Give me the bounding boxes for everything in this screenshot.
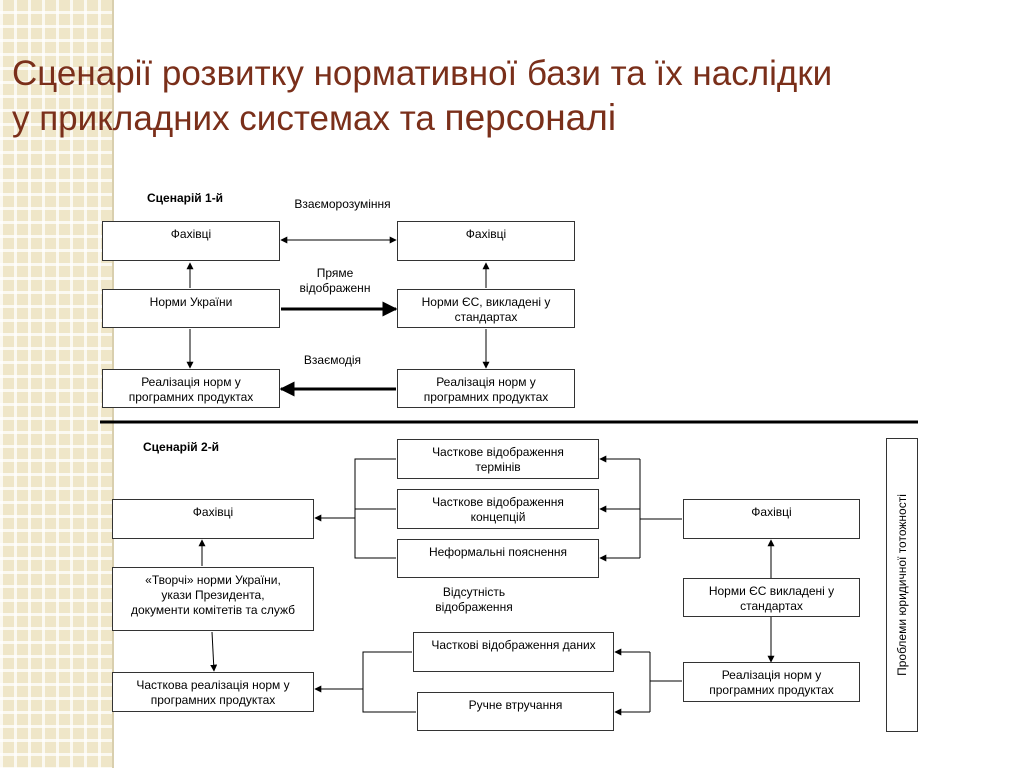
slide-title: Сценарії розвитку нормативної бази та їх…	[12, 52, 1012, 141]
title-line-2-text: у прикладних системах та	[12, 99, 445, 138]
manual-intervention-box: Ручне втручання	[417, 692, 614, 731]
s1-right-impl-box: Реалізація норм у програмних продуктах	[397, 369, 575, 408]
s2-left-impl-box: Часткова реалізація норм у програмних пр…	[112, 672, 314, 712]
s2-bottom-left-bracket	[362, 651, 416, 713]
title-line-1: Сценарії розвитку нормативної бази та їх…	[12, 54, 833, 93]
decorative-side-stripe	[0, 0, 112, 768]
title-line-2: у прикладних системах та персоналі	[12, 96, 1012, 141]
title-emphasis: персоналі	[444, 97, 617, 138]
partial-concepts-box: Часткове відображення концепцій	[397, 489, 599, 529]
s2-right-norms-box: Норми ЄС викладені у стандартах	[683, 578, 860, 617]
s2-right-specialists-box: Фахівці	[683, 499, 860, 539]
s1-left-specialists-box: Фахівці	[102, 221, 280, 261]
interaction-label: Взаємодія	[303, 353, 362, 367]
s1-right-norms-box: Норми ЄС, викладені у стандартах	[397, 289, 575, 328]
informal-explanations-box: Неформальні пояснення	[397, 539, 599, 578]
scenario-1-label: Сценарій 1-й	[147, 191, 224, 205]
no-mapping-label: Відсутність відображення	[435, 585, 513, 614]
scenario-2-label: Сценарій 2-й	[143, 440, 220, 454]
direct-mapping-label: Пряме відображенн	[299, 266, 371, 295]
s2-right-impl-box: Реалізація норм у програмних продуктах	[683, 662, 860, 702]
mutual-understanding-label: Взаєморозуміння	[294, 197, 391, 211]
s2-left-norms-box: «Творчі» норми України, укази Президента…	[112, 567, 314, 631]
partial-data-box: Часткові відображення даних	[413, 632, 614, 672]
legal-identity-problems-label: Проблеми юридичної тотожності	[895, 494, 909, 676]
legal-identity-problems-box	[886, 438, 918, 732]
s1-left-impl-box: Реалізація норм у програмних продуктах	[102, 369, 280, 408]
s2-left-down-arrow	[210, 631, 218, 672]
partial-terms-box: Часткове відображення термінів	[397, 439, 599, 479]
s1-left-norms-box: Норми України	[102, 289, 280, 328]
s2-left-specialists-box: Фахівці	[112, 499, 314, 539]
s1-right-specialists-box: Фахівці	[397, 221, 575, 261]
